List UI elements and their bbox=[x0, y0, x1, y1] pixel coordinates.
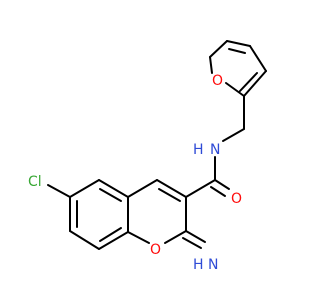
bond bbox=[209, 40, 228, 58]
molecule-structure: Cl O N H O O N H bbox=[28, 40, 267, 273]
bond-c-n-imine-2 bbox=[182, 237, 202, 249]
bond-c-cl bbox=[47, 184, 71, 198]
atom-label-oxygen-furan: O bbox=[212, 73, 223, 89]
bond bbox=[69, 230, 100, 250]
atom-label-nitrogen-imine: N bbox=[208, 257, 218, 273]
atom-label-hydrogen-amide: H bbox=[193, 142, 204, 158]
bond-double-inner bbox=[99, 227, 122, 242]
benzene-ring bbox=[69, 179, 129, 250]
bond-c-o-carbonyl bbox=[214, 179, 230, 190]
bond bbox=[164, 230, 187, 244]
atom-label-chlorine: Cl bbox=[28, 174, 42, 190]
bond-n-ch2 bbox=[222, 128, 245, 142]
bond-double-inner bbox=[99, 188, 122, 202]
bond-double-inner bbox=[158, 188, 181, 202]
atom-label-nitrogen-amide: N bbox=[210, 142, 220, 158]
bond bbox=[243, 70, 267, 97]
bond-c-o-carbonyl-2 bbox=[210, 186, 226, 197]
molecule-canvas: Cl O N H O O N H bbox=[28, 40, 267, 273]
bond-c-carbonyl bbox=[185, 179, 216, 198]
bond bbox=[209, 56, 213, 74]
bond bbox=[127, 231, 150, 244]
atom-label-oxygen-carbonyl: O bbox=[231, 191, 242, 207]
bond bbox=[249, 45, 267, 72]
chromene-ring bbox=[127, 179, 187, 244]
bond-double-inner bbox=[239, 72, 258, 92]
bond bbox=[98, 231, 129, 250]
bond bbox=[226, 40, 251, 47]
bond bbox=[69, 179, 100, 198]
bond bbox=[127, 179, 158, 198]
bond-c-n-imine bbox=[185, 230, 206, 243]
bond bbox=[156, 179, 187, 198]
bond bbox=[98, 179, 129, 198]
atom-label-oxygen-chromene: O bbox=[150, 242, 161, 258]
furan-ring bbox=[209, 40, 267, 97]
bond bbox=[225, 82, 245, 97]
atom-label-hydrogen-imine: H bbox=[193, 257, 204, 273]
bond-double-inner bbox=[228, 48, 246, 54]
